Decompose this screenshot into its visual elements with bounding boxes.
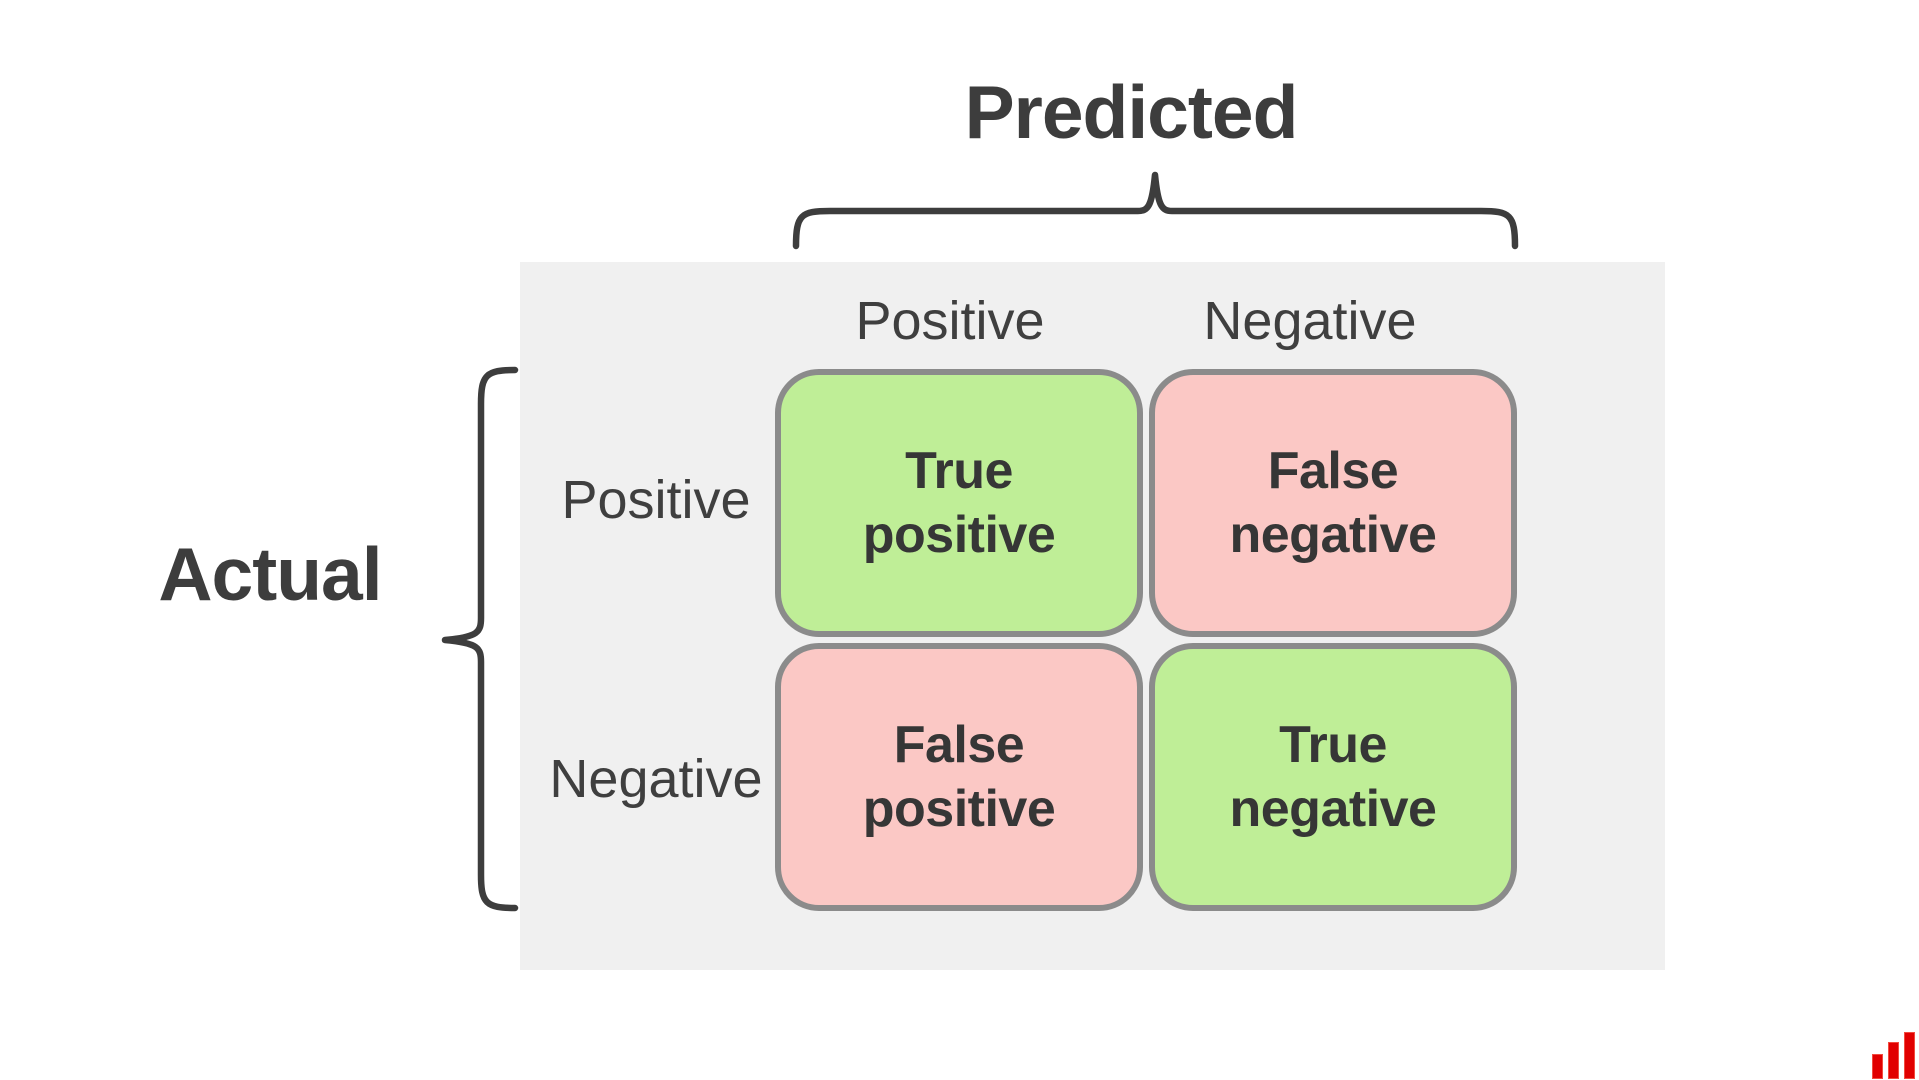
predicted-brace-icon [792,171,1519,250]
actual-brace-icon [441,366,519,912]
cell-false-positive-line1: False [893,716,1025,774]
logo-bar-tall [1904,1032,1915,1079]
column-header-negative: Negative [1203,291,1417,351]
column-header-positive: Positive [855,291,1045,351]
predicted-axis-title: Predicted [964,70,1299,154]
ascending-bar-chart-logo-icon [1872,1032,1917,1079]
cell-false-negative-line2: negative [1229,506,1437,564]
cell-true-positive-line1: True [905,442,1013,500]
cell-true-negative-line2: negative [1229,780,1437,838]
cell-false-positive-line2: positive [862,780,1056,838]
cell-true-positive-line2: positive [862,506,1056,564]
cell-false-negative-line1: False [1267,442,1399,500]
row-header-positive: Positive [561,470,751,530]
row-header-negative: Negative [549,749,763,809]
cell-true-negative: True negative [1149,643,1517,911]
cell-false-negative: False negative [1149,369,1517,637]
logo-bar-short [1872,1054,1883,1079]
cell-true-negative-line1: True [1279,716,1387,774]
cell-false-positive: False positive [775,643,1143,911]
logo-bar-medium [1888,1042,1899,1079]
cell-true-positive: True positive [775,369,1143,637]
confusion-matrix-grid: True positive False negative False posit… [775,369,1517,911]
actual-axis-title: Actual [158,532,382,616]
